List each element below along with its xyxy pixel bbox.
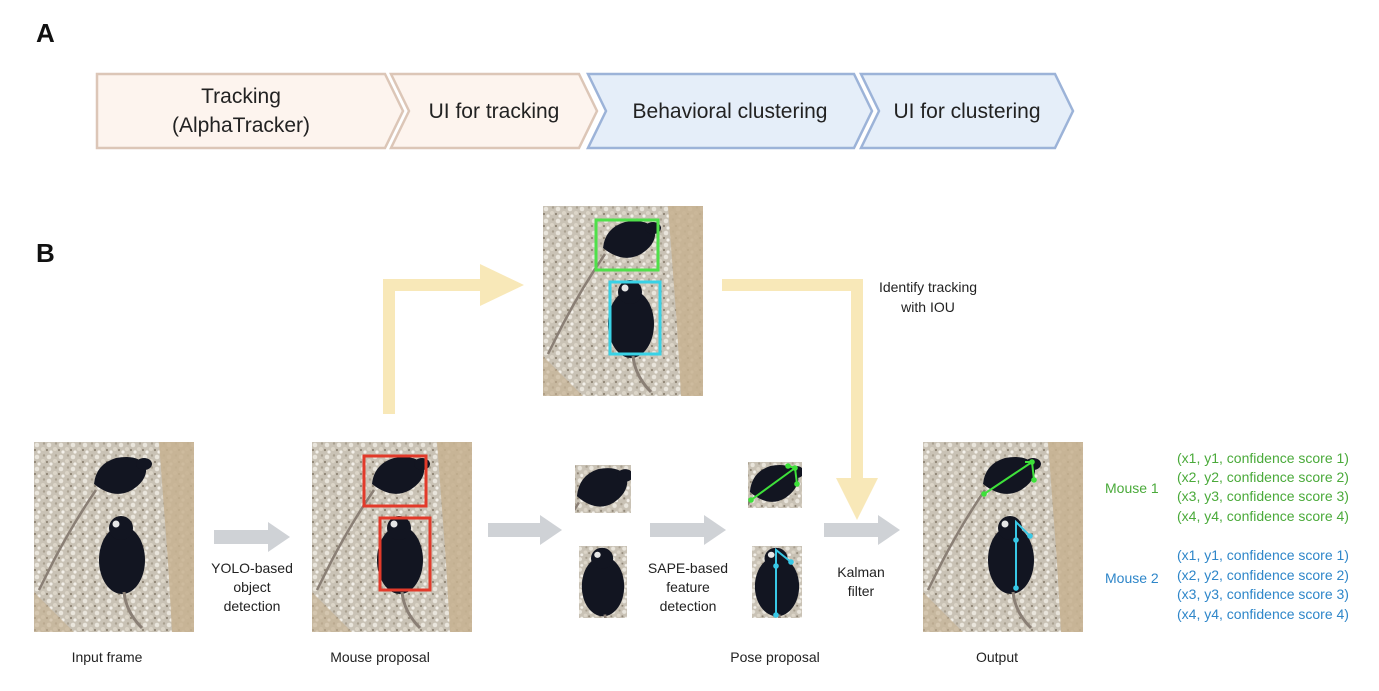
- yolo-label-line3: detection: [224, 598, 281, 614]
- iou-label-line2: with IOU: [900, 299, 955, 315]
- pipeline-stage-4-label-1: UI for clustering: [893, 100, 1040, 123]
- pipeline-stage-2-label-1: UI for tracking: [429, 100, 560, 123]
- mouse-2-label: Mouse 2: [1105, 570, 1159, 586]
- green-bounding-box: [594, 218, 660, 272]
- mouse-2-score-3: (x3, y3, confidence score 3): [1177, 586, 1349, 602]
- panel-label-b: B: [36, 238, 55, 268]
- mouse-1-score-2: (x2, y2, confidence score 2): [1177, 469, 1349, 485]
- red-bounding-box-1: [362, 454, 428, 508]
- cyan-bounding-box: [608, 280, 662, 356]
- mouse-1-label: Mouse 1: [1105, 480, 1159, 496]
- mouse-proposal-image: [311, 442, 473, 632]
- mouse-1-score-1: (x1, y1, confidence score 1): [1177, 450, 1349, 466]
- sape-label-line1: SAPE-based: [648, 560, 728, 576]
- input-frame-image: [33, 442, 195, 632]
- mouse-proposal-label: Mouse proposal: [330, 649, 430, 665]
- pipeline-stage-1-label-1: Tracking: [201, 85, 281, 108]
- pipeline-stage-1-label-2: (AlphaTracker): [172, 114, 310, 137]
- yolo-label-line2: object: [233, 579, 270, 595]
- pose-proposal-label: Pose proposal: [730, 649, 820, 665]
- mouse-2-score-4: (x4, y4, confidence score 4): [1177, 606, 1349, 622]
- mouse-2-score-2: (x2, y2, confidence score 2): [1177, 567, 1349, 583]
- kalman-label-line1: Kalman: [837, 564, 884, 580]
- panel-label-a: A: [36, 18, 55, 48]
- pipeline-stage-1: [95, 72, 405, 150]
- gray-arrow-crop: [488, 515, 562, 545]
- iou-label-line1: Identify tracking: [879, 279, 977, 295]
- pipeline-chevrons: Tracking (AlphaTracker) UI for tracking Beh…: [95, 72, 1075, 150]
- pipeline-stage-3: [586, 72, 874, 150]
- pipeline-stage-4: [859, 72, 1075, 150]
- gray-arrow-sape: [650, 515, 726, 545]
- identity-tracking-image: [542, 206, 704, 396]
- pipeline-stage-3-label-1: Behavioral clustering: [633, 100, 828, 123]
- kalman-label-line2: filter: [848, 583, 875, 599]
- output-label: Output: [976, 649, 1018, 665]
- pose-proposal-mouse-2: [752, 546, 802, 618]
- pipeline-stage-2: [389, 72, 599, 150]
- mouse-1-score-4: (x4, y4, confidence score 4): [1177, 508, 1349, 524]
- red-bounding-box-2: [378, 516, 432, 592]
- sape-label-line2: feature: [666, 579, 710, 595]
- output-image: [922, 442, 1084, 632]
- mouse-2-score-1: (x1, y1, confidence score 1): [1177, 547, 1349, 563]
- sape-label-line3: detection: [660, 598, 717, 614]
- input-frame-label: Input frame: [72, 649, 143, 665]
- yolo-label-line1: YOLO-based: [211, 560, 293, 576]
- mouse-1-score-3: (x3, y3, confidence score 3): [1177, 488, 1349, 504]
- pose-proposal-mouse-1: [748, 462, 802, 508]
- yellow-arrow-left: [383, 264, 524, 414]
- yellow-arrow-right: [722, 279, 878, 520]
- gray-arrow-kalman: [824, 515, 900, 545]
- gray-arrow-yolo: [214, 522, 290, 552]
